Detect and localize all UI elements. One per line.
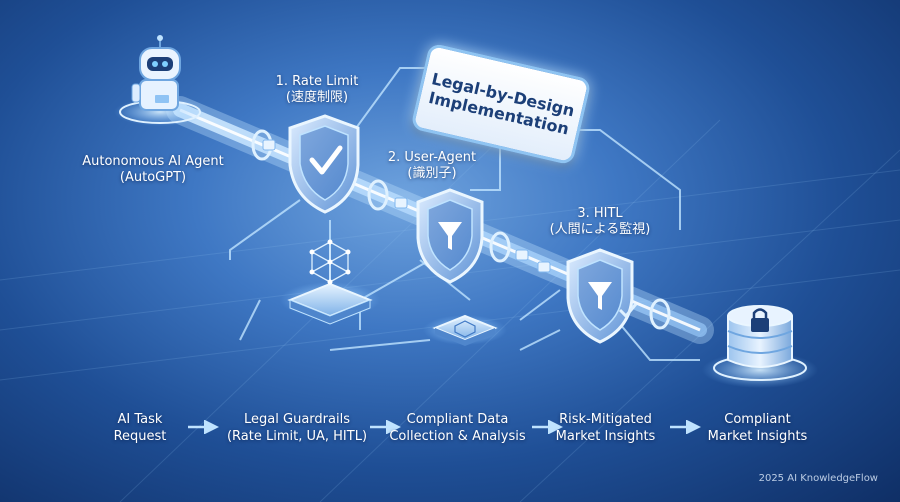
guard-2-line-1: 2. User-Agent [387,150,477,165]
flow-5-line-1: Compliant [724,412,791,427]
guard-hitl-label: 3. HITL (人間による監視) [540,206,660,239]
flow-arrow-icon [188,420,219,434]
database-lock-icon [702,305,818,388]
shield-filter-icon [416,188,484,284]
flow-1-line-2: Request [113,428,167,444]
agent-label: Autonomous AI Agent (AutoGPT) [78,154,228,187]
flow-5-line-2: Market Insights [707,428,808,444]
flow-4-line-2: Market Insights [555,428,656,444]
flow-2-line-2: (Rate Limit, UA, HITL) [226,428,368,444]
flow-arrow-icon [370,420,401,434]
flow-2-line-1: Legal Guardrails [244,412,350,427]
flow-step-compliant-insights: Compliant Market Insights [695,412,820,446]
flow-step-legal-guardrails: Legal Guardrails (Rate Limit, UA, HITL) [222,412,372,446]
flow-step-task-request: AI Task Request [100,412,180,446]
flow-3-line-1: Compliant Data [406,412,509,427]
network-node-icon [280,239,380,325]
flow-arrow-icon [670,420,701,434]
flow-arrow-icon [532,420,563,434]
shield-hitl-icon [566,248,638,344]
data-packets [262,139,551,273]
analysis-node-icon [423,314,507,346]
flow-3-line-2: Collection & Analysis [389,428,526,444]
agent-label-line-1: Autonomous AI Agent [82,154,224,169]
guard-2-line-2: (識別子) [407,166,457,182]
shield-check-icon [288,114,360,214]
flow-4-line-1: Risk-Mitigated [559,412,652,427]
floor-grid [0,119,900,502]
flow-1-line-1: AI Task [117,412,163,427]
guard-1-line-1: 1. Rate Limit [275,74,359,89]
agent-label-line-2: (AutoGPT) [119,170,187,186]
flow-step-data-collection: Compliant Data Collection & Analysis [385,412,530,446]
guard-1-line-2: (速度制限) [285,90,349,106]
robot-icon [114,35,206,126]
guard-user-agent-label: 2. User-Agent (識別子) [372,150,492,183]
credit-text: 2025 AI KnowledgeFlow [758,473,878,484]
guard-3-line-2: (人間による監視) [549,222,651,238]
guard-rate-limit-label: 1. Rate Limit (速度制限) [262,74,372,107]
guard-3-line-1: 3. HITL [577,206,623,221]
flow-step-risk-mitigated: Risk-Mitigated Market Insights [548,412,663,446]
